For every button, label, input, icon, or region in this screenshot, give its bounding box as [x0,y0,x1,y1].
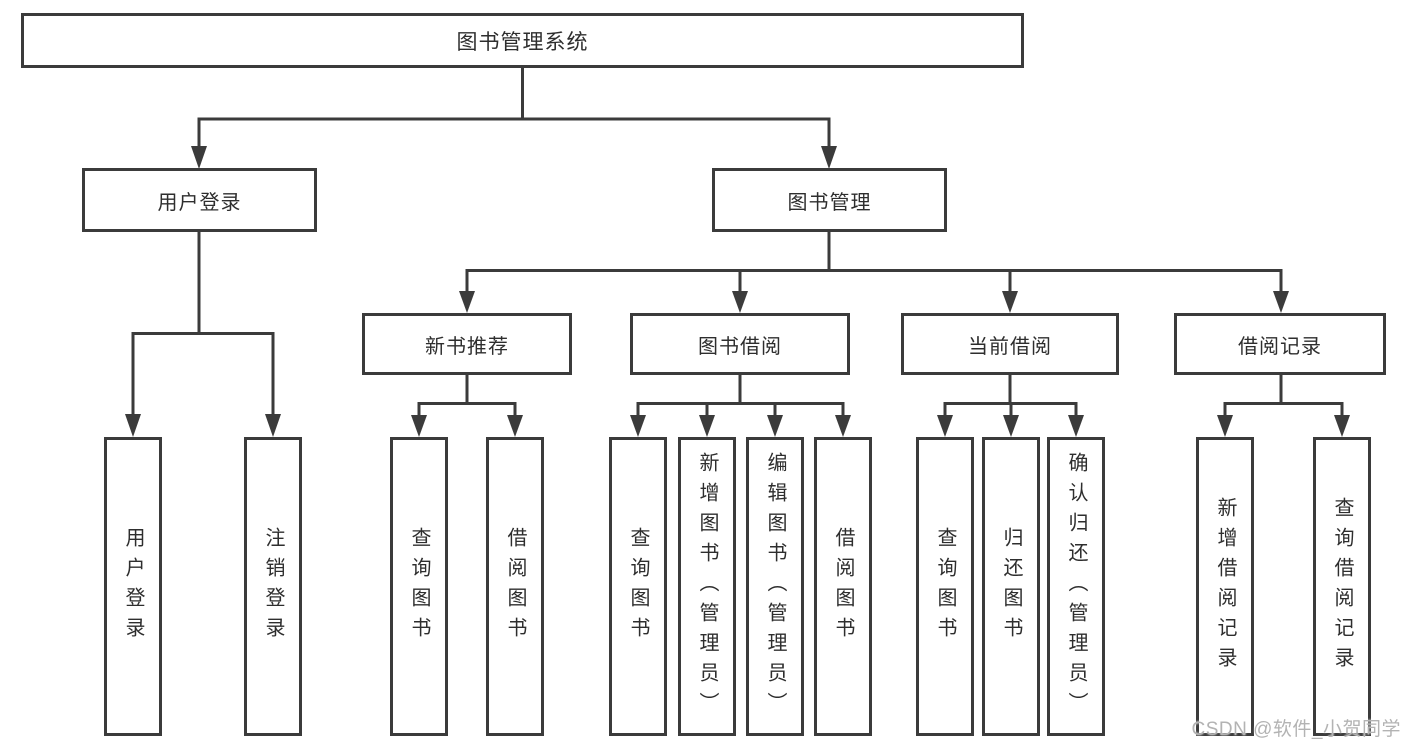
arrow-down-icon [1273,291,1289,313]
arrow-down-icon [1002,291,1018,313]
node-root: 图书管理系统 [21,13,1024,68]
connector-user-login-to-leaves [125,232,281,437]
node-book-management: 图书管理 [712,168,947,232]
arrow-down-icon [265,414,281,437]
leaf-query-books-current-label: 查询图书 [934,526,956,647]
leaf-query-borrow-record-label: 查询借阅记录 [1331,496,1353,677]
leaf-logout-label: 注销登录 [262,526,284,647]
connector-current-borrow-to-leaves [937,375,1084,437]
leaf-logout: 注销登录 [244,437,302,736]
watermark: CSDN @软件_小贺同学 [1191,719,1401,740]
connector-borrow-records-to-leaves [1217,375,1350,437]
leaf-user-login: 用户登录 [104,437,162,736]
node-borrow-records-label: 借阅记录 [1238,335,1322,358]
node-borrow-records: 借阅记录 [1174,313,1386,375]
leaf-borrow-books: 借阅图书 [814,437,872,736]
leaf-borrow-books-recommend-label: 借阅图书 [504,526,526,647]
node-current-borrow: 当前借阅 [901,313,1119,375]
arrow-down-icon [937,415,953,437]
arrow-down-icon [835,415,851,437]
node-user-login: 用户登录 [82,168,317,232]
leaf-borrow-books-label: 借阅图书 [832,526,854,647]
arrow-down-icon [411,415,427,437]
leaf-edit-books-admin-label: 编辑图书（管理员） [764,451,786,722]
arrow-down-icon [732,291,748,313]
leaf-query-books-recommend-label: 查询图书 [408,526,430,647]
leaf-query-borrow-record: 查询借阅记录 [1313,437,1371,736]
leaf-edit-books-admin: 编辑图书（管理员） [746,437,804,736]
leaf-return-books-label: 归还图书 [1000,526,1022,647]
leaf-query-books-recommend: 查询图书 [390,437,448,736]
arrow-down-icon [821,146,837,169]
leaf-query-books-current: 查询图书 [916,437,974,736]
connector-new-book-to-leaves [411,375,523,437]
arrow-down-icon [1003,415,1019,437]
node-new-book-recommend: 新书推荐 [362,313,572,375]
arrow-down-icon [507,415,523,437]
arrow-down-icon [767,415,783,437]
node-current-borrow-label: 当前借阅 [968,335,1052,358]
leaf-add-borrow-record: 新增借阅记录 [1196,437,1254,736]
node-book-borrow: 图书借阅 [630,313,850,375]
arrow-down-icon [699,415,715,437]
leaf-confirm-return-admin-label: 确认归还（管理员） [1065,451,1087,722]
arrow-down-icon [125,414,141,437]
node-book-borrow-label: 图书借阅 [698,335,782,358]
leaf-return-books: 归还图书 [982,437,1040,736]
node-new-book-recommend-label: 新书推荐 [425,335,509,358]
leaf-add-books-admin-label: 新增图书（管理员） [696,451,718,722]
node-user-login-label: 用户登录 [157,191,242,214]
node-root-label: 图书管理系统 [456,30,589,54]
arrow-down-icon [459,291,475,313]
arrow-down-icon [1217,415,1233,437]
leaf-add-books-admin: 新增图书（管理员） [678,437,736,736]
leaf-query-books-borrow: 查询图书 [609,437,667,736]
arrow-down-icon [1334,415,1350,437]
leaf-query-books-borrow-label: 查询图书 [627,526,649,647]
connector-book-borrow-to-leaves [630,375,851,437]
connector-book-management-to-level3 [459,232,1289,313]
node-book-management-label: 图书管理 [787,191,872,214]
leaf-borrow-books-recommend: 借阅图书 [486,437,544,736]
leaf-add-borrow-record-label: 新增借阅记录 [1214,496,1236,677]
arrow-down-icon [1068,415,1084,437]
leaf-confirm-return-admin: 确认归还（管理员） [1047,437,1105,736]
arrow-down-icon [191,146,207,169]
leaf-user-login-label: 用户登录 [122,526,144,647]
connector-root-to-level2 [191,68,837,169]
arrow-down-icon [630,415,646,437]
